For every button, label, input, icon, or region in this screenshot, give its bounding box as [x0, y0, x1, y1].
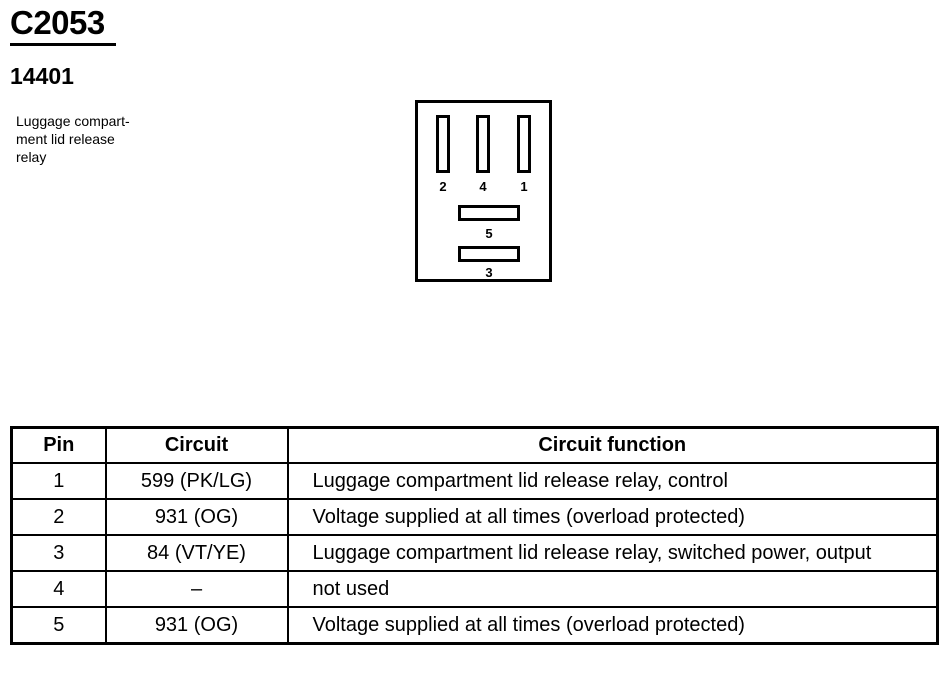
terminal-slot-pin-4 — [476, 115, 490, 173]
circuit-function-cell: Luggage compartment lid release relay, s… — [286, 534, 939, 572]
circuit-cell: 931 (OG) — [104, 498, 289, 536]
pin-label-3: 3 — [485, 265, 493, 280]
circuit-cell: 931 (OG) — [104, 606, 289, 645]
terminal-slot-pin-3 — [458, 246, 520, 262]
terminal-slot-pin-5 — [458, 205, 520, 221]
table-header-row: Pin Circuit Circuit function — [10, 426, 939, 464]
connector-id-title: C2053 — [10, 4, 105, 41]
connector-face-diagram: 2 4 1 5 3 — [415, 100, 552, 282]
table-row: 4 – not used — [10, 570, 939, 608]
table-row: 2 931 (OG) Voltage supplied at all times… — [10, 498, 939, 536]
table-row: 1 599 (PK/LG) Luggage compartment lid re… — [10, 462, 939, 500]
pin-cell: 4 — [10, 570, 107, 608]
pin-label-2: 2 — [439, 179, 447, 194]
circuit-cell: 84 (VT/YE) — [104, 534, 289, 572]
title-underline — [10, 43, 116, 46]
component-description: Luggage compart- ment lid release relay — [16, 113, 130, 165]
pin-label-1: 1 — [520, 179, 528, 194]
column-header-circuit: Circuit — [104, 426, 289, 464]
circuit-function-cell: Voltage supplied at all times (overload … — [286, 498, 939, 536]
pin-label-4: 4 — [479, 179, 487, 194]
pin-label-5: 5 — [485, 226, 493, 241]
column-header-circuit-function: Circuit function — [286, 426, 939, 464]
pin-cell: 1 — [10, 462, 107, 500]
terminal-slot-pin-2 — [436, 115, 450, 173]
circuit-function-cell: not used — [286, 570, 939, 608]
pin-cell: 3 — [10, 534, 107, 572]
pin-cell: 2 — [10, 498, 107, 536]
pin-cell: 5 — [10, 606, 107, 645]
circuit-cell: 599 (PK/LG) — [104, 462, 289, 500]
pin-circuit-table: Pin Circuit Circuit function 1 599 (PK/L… — [10, 426, 939, 645]
terminal-slot-pin-1 — [517, 115, 531, 173]
table-row: 3 84 (VT/YE) Luggage compartment lid rel… — [10, 534, 939, 572]
circuit-function-cell: Voltage supplied at all times (overload … — [286, 606, 939, 645]
column-header-pin: Pin — [10, 426, 107, 464]
part-number: 14401 — [10, 63, 74, 89]
table-row: 5 931 (OG) Voltage supplied at all times… — [10, 606, 939, 645]
circuit-function-cell: Luggage compartment lid release relay, c… — [286, 462, 939, 500]
circuit-cell: – — [104, 570, 289, 608]
